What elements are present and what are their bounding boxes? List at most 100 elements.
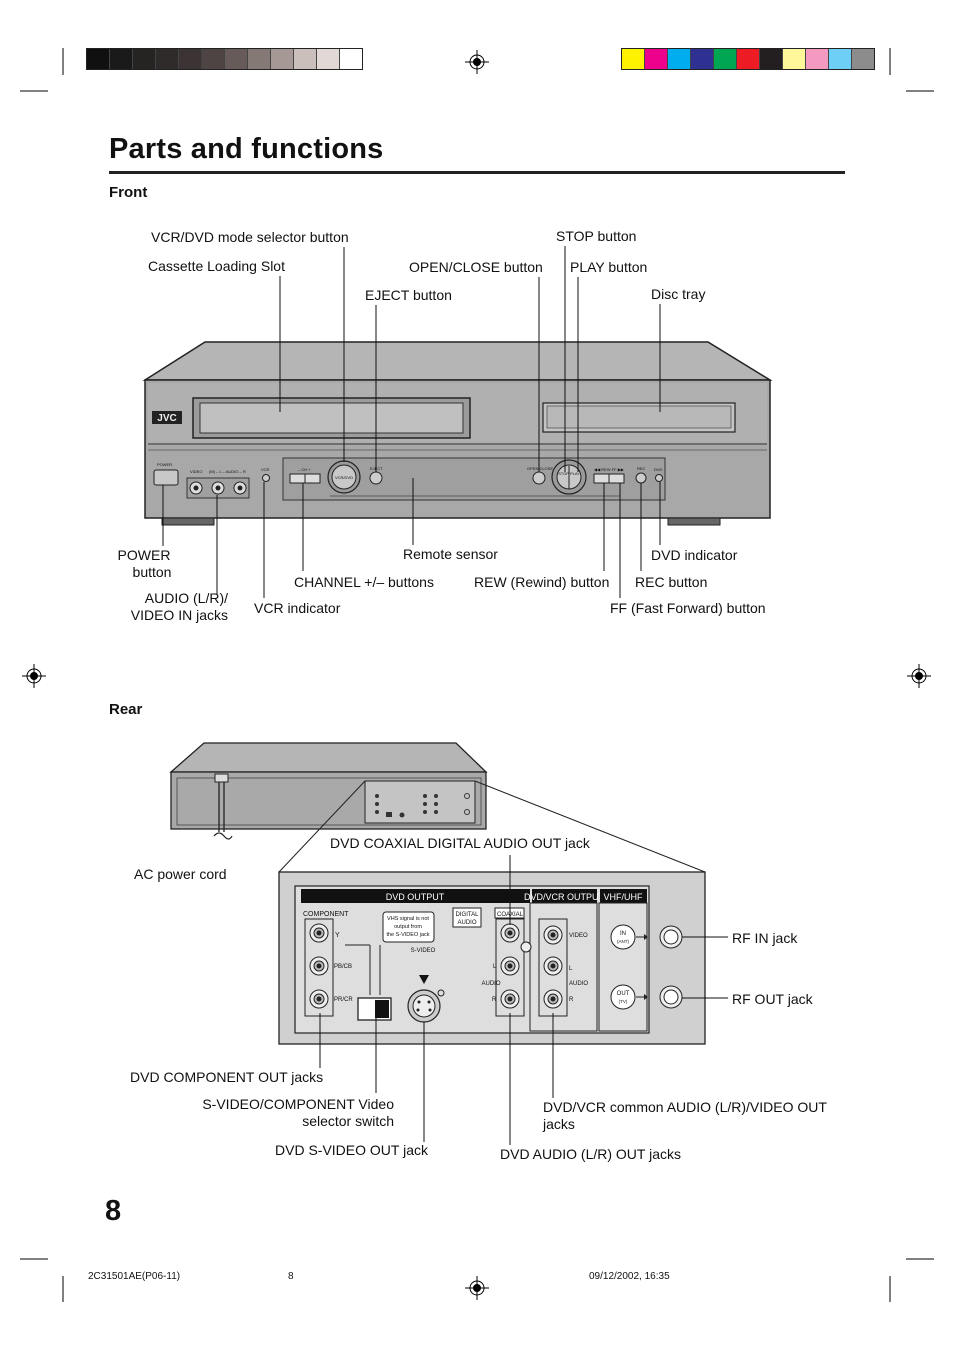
label-dvd-svideo-out: DVD S-VIDEO OUT jack <box>275 1142 428 1158</box>
front-panel-illustration: JVC POWER VIDEO (M) – L – AUDIO – R VCR … <box>142 246 773 598</box>
label-dvd-component-out: DVD COMPONENT OUT jacks <box>130 1069 324 1085</box>
grayscale-swatch <box>317 49 340 69</box>
svg-text:POWER: POWER <box>157 462 172 467</box>
svg-text:AUDIO: AUDIO <box>569 981 588 987</box>
page-title: Parts and functions <box>109 133 384 165</box>
rear-panel-illustration: DVD OUTPUT DVD/VCR OUTPUT VHF/UHF COMPON… <box>169 742 728 1145</box>
label-rew-button: REW (Rewind) button <box>474 574 610 590</box>
registration-target-icon <box>907 664 931 688</box>
svg-text:(TV): (TV) <box>619 999 628 1004</box>
svg-text:DVD OUTPUT: DVD OUTPUT <box>386 892 445 902</box>
svg-text:DIGITAL: DIGITAL <box>456 912 480 918</box>
label-cassette-loading-slot: Cassette Loading Slot <box>148 258 285 274</box>
label-audio-video-in-line2: VIDEO IN jacks <box>130 607 228 623</box>
grayscale-swatch <box>110 49 133 69</box>
label-vcr-dvd-mode-selector: VCR/DVD mode selector button <box>151 229 349 245</box>
grayscale-swatch <box>294 49 317 69</box>
svg-text:AUDIO: AUDIO <box>481 981 500 987</box>
footer-doc-code: 2C31501AE(P06-11) <box>88 1271 181 1282</box>
jvc-logo <box>152 411 182 424</box>
registration-target-icon <box>22 664 46 688</box>
svg-text:VIDEO: VIDEO <box>569 933 588 939</box>
grayscale-swatch <box>202 49 225 69</box>
svg-text:VCR: VCR <box>261 467 270 472</box>
svg-text:R: R <box>569 997 574 1003</box>
label-rf-out-jack: RF OUT jack <box>732 991 813 1007</box>
svg-text:EJECT: EJECT <box>370 466 383 471</box>
svg-text:(ANT): (ANT) <box>617 939 629 944</box>
label-svideo-switch-line1: S-VIDEO/COMPONENT Video <box>202 1096 394 1112</box>
grayscale-swatch <box>133 49 156 69</box>
svg-text:PR/CR: PR/CR <box>334 997 353 1003</box>
svg-text:output from: output from <box>394 924 422 930</box>
svg-text:S-VIDEO: S-VIDEO <box>411 948 436 954</box>
process-color-swatch <box>806 49 829 69</box>
label-power-button-line2: button <box>132 564 172 580</box>
process-color-swatch <box>737 49 760 69</box>
label-remote-sensor: Remote sensor <box>403 546 498 562</box>
svg-text:VIDEO: VIDEO <box>190 469 202 474</box>
front-heading: Front <box>109 184 148 201</box>
registration-target-icon <box>465 1276 489 1300</box>
brand-logo-text: JVC <box>157 413 176 424</box>
page-number: 8 <box>105 1195 122 1227</box>
svg-text:(M) – L – AUDIO – R: (M) – L – AUDIO – R <box>209 469 246 474</box>
label-dvd-coaxial-out: DVD COAXIAL DIGITAL AUDIO OUT jack <box>330 835 590 851</box>
label-svideo-switch-line2: selector switch <box>302 1113 394 1129</box>
process-color-swatch <box>714 49 737 69</box>
grayscale-swatch <box>225 49 248 69</box>
process-color-swatch <box>691 49 714 69</box>
process-color-swatch <box>783 49 806 69</box>
svg-text:Y: Y <box>335 932 340 939</box>
svg-text:VCR/DVD: VCR/DVD <box>335 475 353 480</box>
svg-text:OPEN/CLOSE: OPEN/CLOSE <box>527 466 553 471</box>
svg-text:– CH +: – CH + <box>298 467 311 472</box>
svg-text:L: L <box>493 964 497 970</box>
svg-text:PB/CB: PB/CB <box>334 964 352 970</box>
svg-text:DVD/VCR OUTPUT: DVD/VCR OUTPUT <box>524 892 605 902</box>
svg-text:L: L <box>569 966 573 972</box>
svg-text:the S-VIDEO jack: the S-VIDEO jack <box>386 932 429 938</box>
svg-text:REC: REC <box>637 466 646 471</box>
svg-text:OUT: OUT <box>617 991 630 997</box>
footer-timestamp: 09/12/2002, 16:35 <box>589 1271 670 1282</box>
label-dvd-indicator: DVD indicator <box>651 547 738 563</box>
process-color-bar <box>621 48 875 70</box>
process-color-swatch <box>852 49 874 69</box>
grayscale-swatch <box>271 49 294 69</box>
title-rule <box>109 171 845 174</box>
grayscale-swatch <box>248 49 271 69</box>
svg-text:R: R <box>492 997 497 1003</box>
process-color-swatch <box>829 49 852 69</box>
label-ac-power-cord: AC power cord <box>134 866 227 882</box>
process-color-swatch <box>668 49 691 69</box>
label-vcr-indicator: VCR indicator <box>254 600 341 616</box>
svg-text:VHS signal is not: VHS signal is not <box>387 916 429 922</box>
grayscale-swatch <box>87 49 110 69</box>
process-color-swatch <box>760 49 783 69</box>
registration-target-icon <box>465 50 489 74</box>
svg-text:◀◀ REW FF ▶▶: ◀◀ REW FF ▶▶ <box>594 467 625 472</box>
label-ff-button: FF (Fast Forward) button <box>610 600 766 616</box>
svg-text:IN: IN <box>620 931 626 937</box>
label-open-close-button: OPEN/CLOSE button <box>409 259 543 275</box>
svg-text:DVD: DVD <box>654 467 663 472</box>
process-color-swatch <box>645 49 668 69</box>
grayscale-color-bar <box>86 48 363 70</box>
process-color-swatch <box>622 49 645 69</box>
label-power-button-line1: POWER <box>117 547 171 563</box>
svg-text:VHF/UHF: VHF/UHF <box>604 892 643 902</box>
label-channel-buttons: CHANNEL +/– buttons <box>294 574 434 590</box>
grayscale-swatch <box>156 49 179 69</box>
svg-text:COMPONENT: COMPONENT <box>303 911 349 918</box>
label-rec-button: REC button <box>635 574 708 590</box>
label-eject-button: EJECT button <box>365 287 452 303</box>
footer-page: 8 <box>288 1271 294 1282</box>
label-dvd-audio-out: DVD AUDIO (L/R) OUT jacks <box>500 1146 681 1162</box>
label-dvd-vcr-common-out: DVD/VCR common AUDIO (L/R)/VIDEO OUT jac… <box>543 1099 827 1132</box>
grayscale-swatch <box>340 49 362 69</box>
label-stop-button: STOP button <box>556 228 637 244</box>
rear-heading: Rear <box>109 701 143 718</box>
svg-text:AUDIO: AUDIO <box>457 920 476 926</box>
